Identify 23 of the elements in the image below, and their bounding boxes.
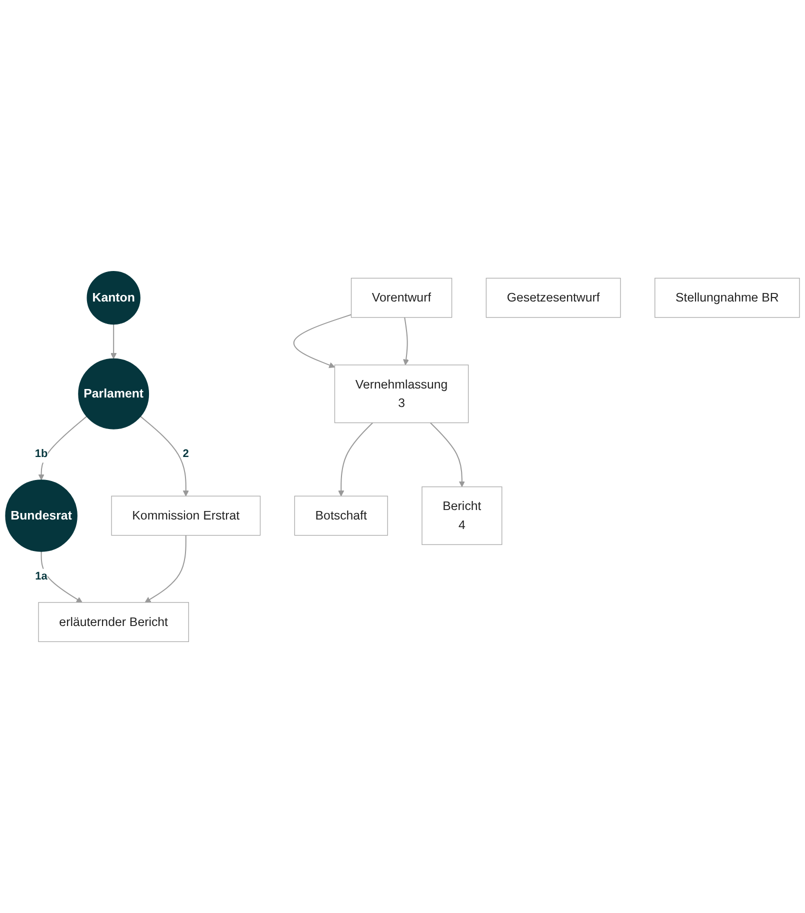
node-circle: Bundesrat [5,480,78,552]
edge-label: 1a [35,570,48,582]
node-circle: Parlament [78,358,150,430]
edge-label: 2 [182,448,189,460]
node-circle: Kanton [86,270,140,325]
node-box: Vernehmlassung 3 [334,364,469,424]
arrow [144,535,186,603]
arrow [338,422,374,496]
edge-label: 1b [34,448,48,460]
arrow [110,324,117,360]
node-box: Botschaft [294,496,388,536]
node-box: Vorentwurf [350,278,452,318]
node-box: Stellungnahme BR [654,278,800,318]
node-box: erläuternder Bericht [38,602,189,642]
arrow [430,422,465,488]
arrow [140,416,189,496]
arrow [293,314,352,368]
node-box: Bericht 4 [422,486,502,545]
node-box: Gesetzesentwurf [486,278,621,318]
arrow [38,416,87,480]
arrow [403,317,410,366]
arrow [40,552,82,603]
node-box: Kommission Erstrat [111,496,261,536]
